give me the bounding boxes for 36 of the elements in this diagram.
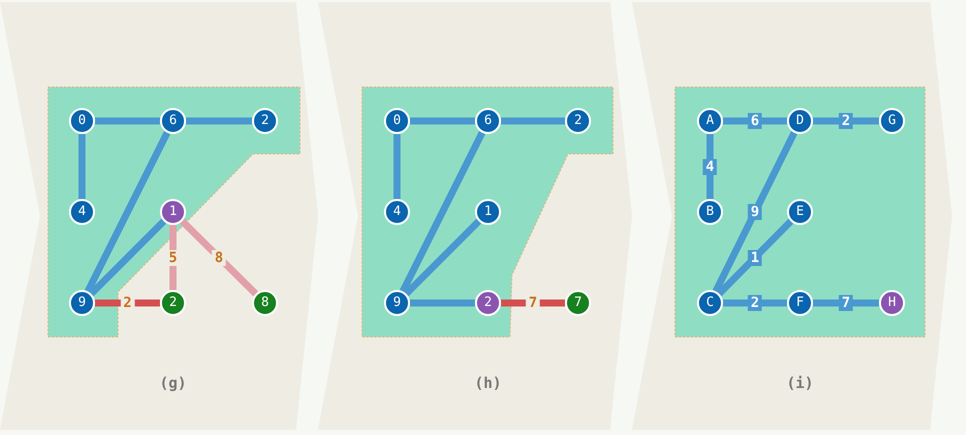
graph-edge <box>95 300 160 306</box>
graph-node: 2 <box>160 290 186 316</box>
edge-label: 2 <box>838 113 854 129</box>
graph-edge <box>813 118 879 124</box>
graph-edge <box>501 300 565 306</box>
edge-label: 6 <box>748 113 762 129</box>
edge-label: 8 <box>212 250 226 266</box>
graph-edge <box>410 300 475 306</box>
panel-caption: (g) <box>159 372 187 394</box>
graph-node: 8 <box>252 290 278 316</box>
graph-edge <box>186 118 252 124</box>
edge-label: 4 <box>702 158 718 174</box>
graph-edge <box>410 118 475 124</box>
graph-edge <box>716 218 794 296</box>
edge-label: 1 <box>748 250 762 266</box>
edge-label: 9 <box>748 204 762 220</box>
edge-label: 7 <box>838 295 854 311</box>
graph-edge <box>813 300 879 306</box>
graph-edge <box>170 225 176 290</box>
edge-label: 2 <box>748 295 762 311</box>
graph-edge <box>723 118 787 124</box>
step-panel <box>0 2 318 430</box>
graph-edge <box>501 118 565 124</box>
panel-caption: (h) <box>474 372 502 394</box>
graph-edge <box>95 118 160 124</box>
graph-edge <box>78 134 86 199</box>
graph-edge <box>404 218 482 296</box>
graph-edge <box>88 218 166 296</box>
graph-edge <box>712 131 798 293</box>
graph-edge <box>723 300 787 306</box>
graph-node: 7 <box>565 290 591 316</box>
graph-edge <box>180 218 258 296</box>
panel-caption: (i) <box>786 372 814 394</box>
graph-edge <box>394 134 400 199</box>
graph-edge <box>84 131 170 293</box>
graph-edge <box>400 131 486 293</box>
